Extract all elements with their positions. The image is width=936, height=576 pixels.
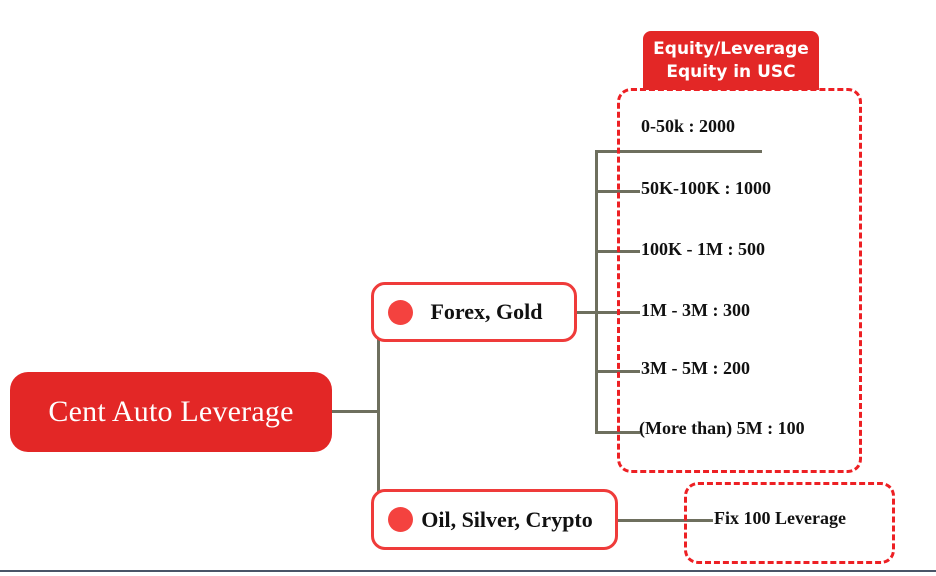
root-node-cent-auto-leverage[interactable]: Cent Auto Leverage <box>10 372 332 452</box>
connector-equity-item-0 <box>595 150 762 153</box>
branch-node-oil-silver-crypto[interactable]: Oil, Silver, Crypto <box>371 489 618 550</box>
equity-item-4: 3M - 5M : 200 <box>641 358 750 378</box>
fix-leverage-panel <box>684 482 895 564</box>
branch-node-oil-silver-crypto-label: Oil, Silver, Crypto <box>421 506 593 532</box>
equity-header-line-1: Equity/Leverage <box>653 38 809 59</box>
bottom-divider <box>0 570 936 572</box>
connector-oil-to-fix <box>617 519 713 522</box>
equity-item-5: (More than) 5M : 100 <box>639 418 805 438</box>
connector-root-stem <box>332 410 380 413</box>
root-node-label: Cent Auto Leverage <box>48 395 294 428</box>
equity-leverage-panel <box>617 88 862 473</box>
connector-branch-spine <box>377 311 380 521</box>
equity-panel-header: Equity/Leverage Equity in USC <box>643 31 819 90</box>
branch-node-forex-gold-label: Forex, Gold <box>430 299 543 324</box>
equity-item-0: 0-50k : 2000 <box>641 116 735 136</box>
fix-leverage-label: Fix 100 Leverage <box>714 508 846 528</box>
connector-equity-spine <box>595 150 598 433</box>
equity-item-1: 50K-100K : 1000 <box>641 178 771 198</box>
equity-item-2: 100K - 1M : 500 <box>641 239 765 259</box>
red-dot-icon <box>388 299 413 325</box>
equity-item-3: 1M - 3M : 300 <box>641 300 750 320</box>
branch-node-forex-gold[interactable]: Forex, Gold <box>371 282 577 342</box>
connector-forex-stem <box>575 311 603 314</box>
red-dot-icon <box>388 507 413 532</box>
equity-header-line-2: Equity in USC <box>666 61 796 82</box>
